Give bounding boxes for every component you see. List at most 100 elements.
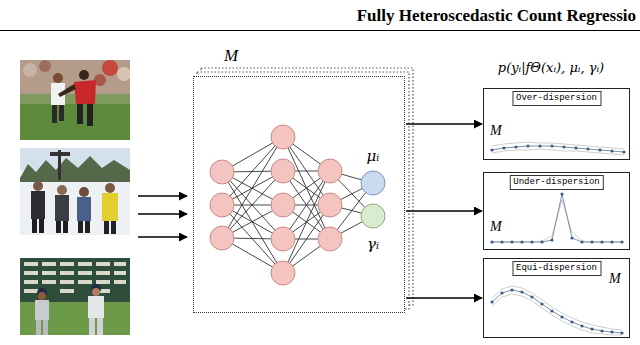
node-circle (360, 170, 386, 196)
output-label: γᵢ (367, 235, 379, 253)
input-arrow (138, 196, 187, 237)
photo-frisbee (74, 80, 96, 104)
neuron (271, 261, 295, 285)
photo-baseball (36, 320, 41, 335)
neuron (271, 227, 295, 251)
neuron (271, 159, 295, 183)
node-circle (361, 204, 385, 228)
photo-baseball (35, 300, 49, 320)
photo-snow (104, 221, 109, 234)
output-arrow (406, 297, 482, 298)
photo-frisbee (20, 60, 130, 140)
photo-baseball (78, 262, 92, 266)
photo-baseball (96, 280, 110, 284)
photo-snow (39, 219, 44, 233)
photo-baseball (60, 262, 74, 266)
photo-baseball (20, 258, 130, 335)
ensemble-label: M (609, 271, 621, 287)
photo-baseball (92, 288, 100, 296)
neuron (318, 193, 342, 217)
photo-snow (20, 148, 130, 235)
photo-baseball (60, 280, 74, 284)
running-header: Fully Heteroscedastic Count Regressio (357, 6, 636, 26)
photo-baseball (24, 271, 38, 275)
photo-baseball (78, 280, 92, 284)
photo-snow (77, 197, 91, 221)
photo-baseball (42, 280, 56, 284)
network-connection (222, 137, 373, 273)
node-circle (361, 171, 385, 195)
photo-snow (102, 193, 118, 221)
photo-snow (63, 221, 68, 233)
photo-baseball (43, 320, 48, 335)
photo-frisbee (87, 104, 93, 126)
photo-baseball (96, 262, 110, 266)
input-arrow (138, 195, 187, 196)
photo-baseball (60, 289, 74, 293)
photo-baseball (42, 271, 56, 275)
photo-baseball (78, 271, 92, 275)
plot-curve (492, 194, 622, 242)
photo-frisbee (23, 63, 37, 77)
plot-curve (492, 194, 622, 242)
photo-baseball (38, 292, 46, 300)
output-label: μᵢ (367, 147, 380, 165)
plot-curve (492, 290, 622, 333)
photo-snow (32, 219, 37, 233)
distribution-label: p(yᵢ|fΘ(xᵢ), μᵢ, γᵢ) (466, 60, 636, 76)
input-arrow (138, 213, 187, 214)
header-rule (0, 30, 640, 31)
photo-snow (56, 221, 61, 233)
photo-baseball (60, 271, 74, 275)
photo-snow (31, 191, 45, 219)
neuron (318, 227, 342, 251)
photo-snow (57, 185, 67, 195)
plot-curve (492, 146, 624, 152)
plot-title: Over-dispersion (512, 91, 601, 106)
header-rule (0, 30, 640, 31)
neuron (318, 159, 342, 183)
neuron (271, 193, 295, 217)
photo-baseball (24, 289, 38, 293)
photo-frisbee (53, 73, 63, 83)
photo-snow (20, 156, 130, 182)
photo-baseball (97, 318, 103, 335)
photo-frisbee (102, 60, 118, 76)
plot-curve (492, 146, 624, 152)
photo-snow (105, 183, 115, 193)
photo-frisbee (117, 67, 130, 81)
network-box: Mμᵢγᵢ (193, 76, 405, 313)
ensemble-stack (193, 76, 405, 313)
photo-baseball (24, 280, 38, 284)
photo-snow (33, 181, 43, 191)
photo-baseball (88, 296, 104, 318)
ensemble-size-label: M (224, 47, 238, 65)
photo-baseball (114, 271, 126, 275)
photo-snow (20, 148, 130, 235)
plot-panel: Over-dispersionM (483, 88, 630, 160)
photo-frisbee (20, 60, 130, 140)
output-arrow (406, 210, 482, 211)
photo-frisbee (52, 105, 57, 123)
neuron (210, 125, 342, 285)
photo-snow (55, 195, 69, 221)
neuron (271, 125, 295, 149)
photo-baseball (96, 271, 110, 275)
photo-baseball (114, 262, 126, 266)
neuron (210, 226, 234, 250)
neuron (210, 193, 234, 217)
photo-baseball (20, 258, 130, 335)
photo-frisbee (39, 60, 51, 72)
photo-baseball (114, 280, 126, 284)
output-node: γᵢ (360, 203, 386, 229)
plot-curve (492, 290, 622, 333)
plot-curve (492, 142, 624, 149)
photo-snow (85, 221, 90, 233)
node-circle (360, 203, 386, 229)
photo-baseball (42, 262, 56, 266)
photo-snow (79, 187, 89, 197)
photo-frisbee (77, 104, 83, 124)
ensemble-label: M (490, 123, 502, 139)
photo-baseball (20, 258, 130, 302)
